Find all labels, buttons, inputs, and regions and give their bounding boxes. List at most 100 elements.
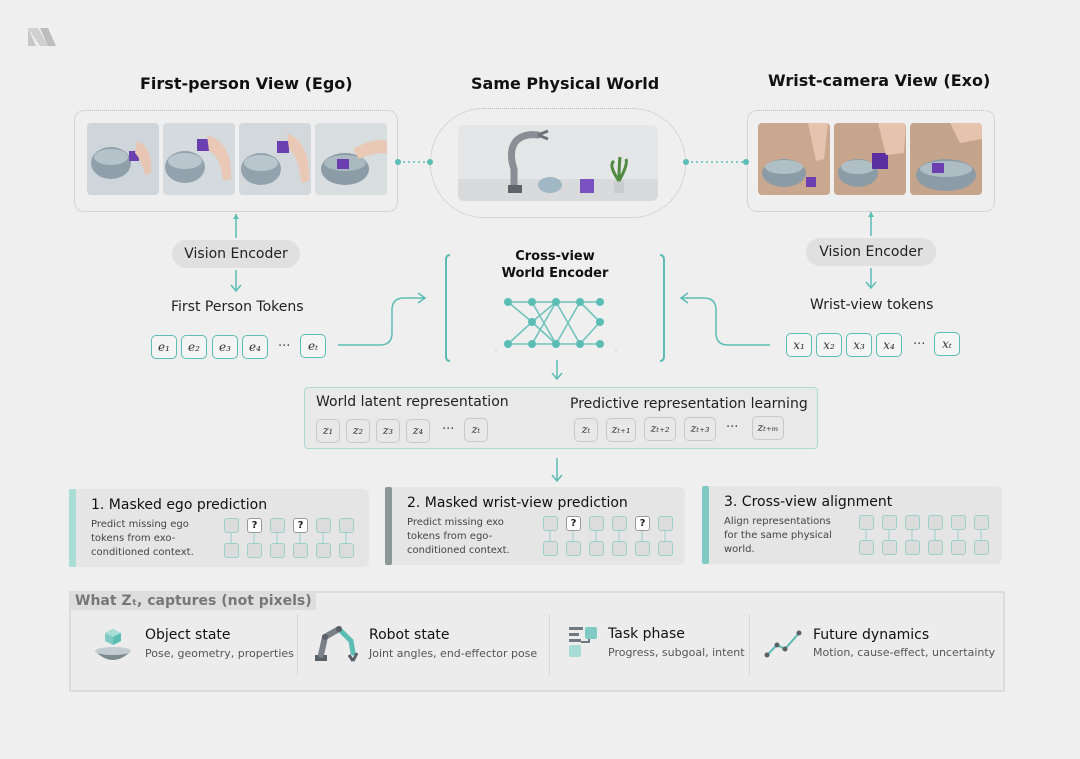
ego-token: e₂ <box>181 335 207 359</box>
capture-title: Future dynamics <box>813 627 930 643</box>
masked-wrist-grid-icon <box>549 530 666 541</box>
predicted-ellipsis: ··· <box>726 420 739 435</box>
exo-image-panel <box>747 110 995 212</box>
context-token <box>635 541 650 556</box>
exo-tokens-label: Wrist-view tokens <box>810 297 934 313</box>
align-token <box>974 515 989 530</box>
alignment-grid-icon <box>865 529 982 540</box>
context-token <box>224 543 239 558</box>
predicted-token: zₜ₊₂ <box>644 417 676 441</box>
align-token <box>882 540 897 555</box>
mask-token <box>339 518 354 533</box>
context-token <box>658 541 673 556</box>
context-token <box>543 541 558 556</box>
capture-desc: Joint angles, end-effector pose <box>369 647 538 660</box>
masked-ego-grid-icon <box>230 532 347 543</box>
task-accent-bar <box>702 486 709 564</box>
exo-frame-2 <box>834 123 906 195</box>
align-token <box>859 515 874 530</box>
task-description: Predict missing ego tokens from exo-cond… <box>91 519 194 558</box>
task-card-cross-view-alignment: 3. Cross-view alignment Align representa… <box>702 486 1002 564</box>
predictive-label: Predictive representation learning <box>570 396 808 412</box>
exo-frame-3 <box>910 123 982 195</box>
ego-vision-encoder: Vision Encoder <box>172 240 300 268</box>
brand-logo <box>28 28 56 46</box>
context-token <box>270 543 285 558</box>
ego-ellipsis: ··· <box>278 339 291 354</box>
ego-frame-2 <box>163 123 235 195</box>
robot-arm-icon <box>315 626 359 662</box>
masked-token: ? <box>566 516 581 531</box>
exo-ellipsis: ··· <box>913 337 926 352</box>
predicted-token: zₜ₊₁ <box>606 418 636 442</box>
latent-token: z₁ <box>316 419 340 443</box>
task-card-masked-wrist: 2. Masked wrist-view prediction Predict … <box>385 487 685 565</box>
captures-panel: What Zₜ, captures (not pixels) Object st… <box>69 591 1005 692</box>
task-card-masked-ego: 1. Masked ego prediction Predict missing… <box>69 489 369 567</box>
trend-line-icon <box>764 630 802 658</box>
exo-vision-encoder: Vision Encoder <box>806 238 936 266</box>
latent-ellipsis: ··· <box>442 422 455 437</box>
ego-frame-1 <box>87 123 159 195</box>
exo-token: x₄ <box>876 333 902 357</box>
latent-token: z₂ <box>346 419 370 443</box>
exo-view-title: Wrist-camera View (Exo) <box>768 71 991 90</box>
predicted-token: zₜ₊ₘ <box>752 416 784 440</box>
cross-view-encoder-title: Cross-view World Encoder <box>501 249 609 281</box>
captures-title: What Zₜ, captures (not pixels) <box>71 592 316 610</box>
align-token <box>905 515 920 530</box>
ego-token: eₜ <box>300 334 326 358</box>
task-title: 2. Masked wrist-view prediction <box>407 495 628 511</box>
align-token <box>928 540 943 555</box>
latent-representation-box: World latent representation Predictive r… <box>304 387 818 449</box>
predicted-token: zₜ₊₃ <box>684 417 716 441</box>
exo-frame-1 <box>758 123 830 195</box>
mask-token <box>589 516 604 531</box>
context-token <box>316 543 331 558</box>
context-token <box>293 543 308 558</box>
task-title: 3. Cross-view alignment <box>724 494 893 510</box>
ego-tokens-label: First Person Tokens <box>171 299 304 315</box>
capture-title: Task phase <box>608 626 685 642</box>
capture-title: Robot state <box>369 627 450 643</box>
predicted-token: zₜ <box>574 418 598 442</box>
mask-token <box>316 518 331 533</box>
latent-token: z₄ <box>406 419 430 443</box>
capture-desc: Pose, geometry, properties <box>145 647 294 660</box>
align-token <box>951 515 966 530</box>
task-accent-bar <box>385 487 392 565</box>
exo-token: x₂ <box>816 333 842 357</box>
context-token <box>247 543 262 558</box>
align-token <box>882 515 897 530</box>
neural-network-icon <box>495 295 617 351</box>
latent-token: z₃ <box>376 419 400 443</box>
task-title: 1. Masked ego prediction <box>91 497 268 513</box>
capture-desc: Motion, cause-effect, uncertainty <box>813 646 996 659</box>
mask-token <box>270 518 285 533</box>
capture-desc: Progress, subgoal, intent <box>608 646 745 659</box>
masked-token: ? <box>293 518 308 533</box>
align-token <box>905 540 920 555</box>
ego-token: e₃ <box>212 335 238 359</box>
context-token <box>612 541 627 556</box>
mask-token <box>612 516 627 531</box>
world-title: Same Physical World <box>471 74 660 93</box>
latent-token: zₜ <box>464 418 488 442</box>
ego-view-title: First-person View (Ego) <box>140 74 353 93</box>
align-token <box>951 540 966 555</box>
context-token <box>566 541 581 556</box>
divider <box>297 615 298 675</box>
align-token <box>928 515 943 530</box>
latent-label: World latent representation <box>316 394 509 410</box>
exo-token: x₃ <box>846 333 872 357</box>
ego-image-panel <box>74 110 398 212</box>
task-description: Align representations for the same physi… <box>724 516 832 555</box>
context-token <box>589 541 604 556</box>
world-scene <box>458 125 658 201</box>
mask-token <box>543 516 558 531</box>
align-token <box>974 540 989 555</box>
align-token <box>859 540 874 555</box>
task-description: Predict missing exo tokens from ego-cond… <box>407 517 510 556</box>
exo-token: x₁ <box>786 333 812 357</box>
